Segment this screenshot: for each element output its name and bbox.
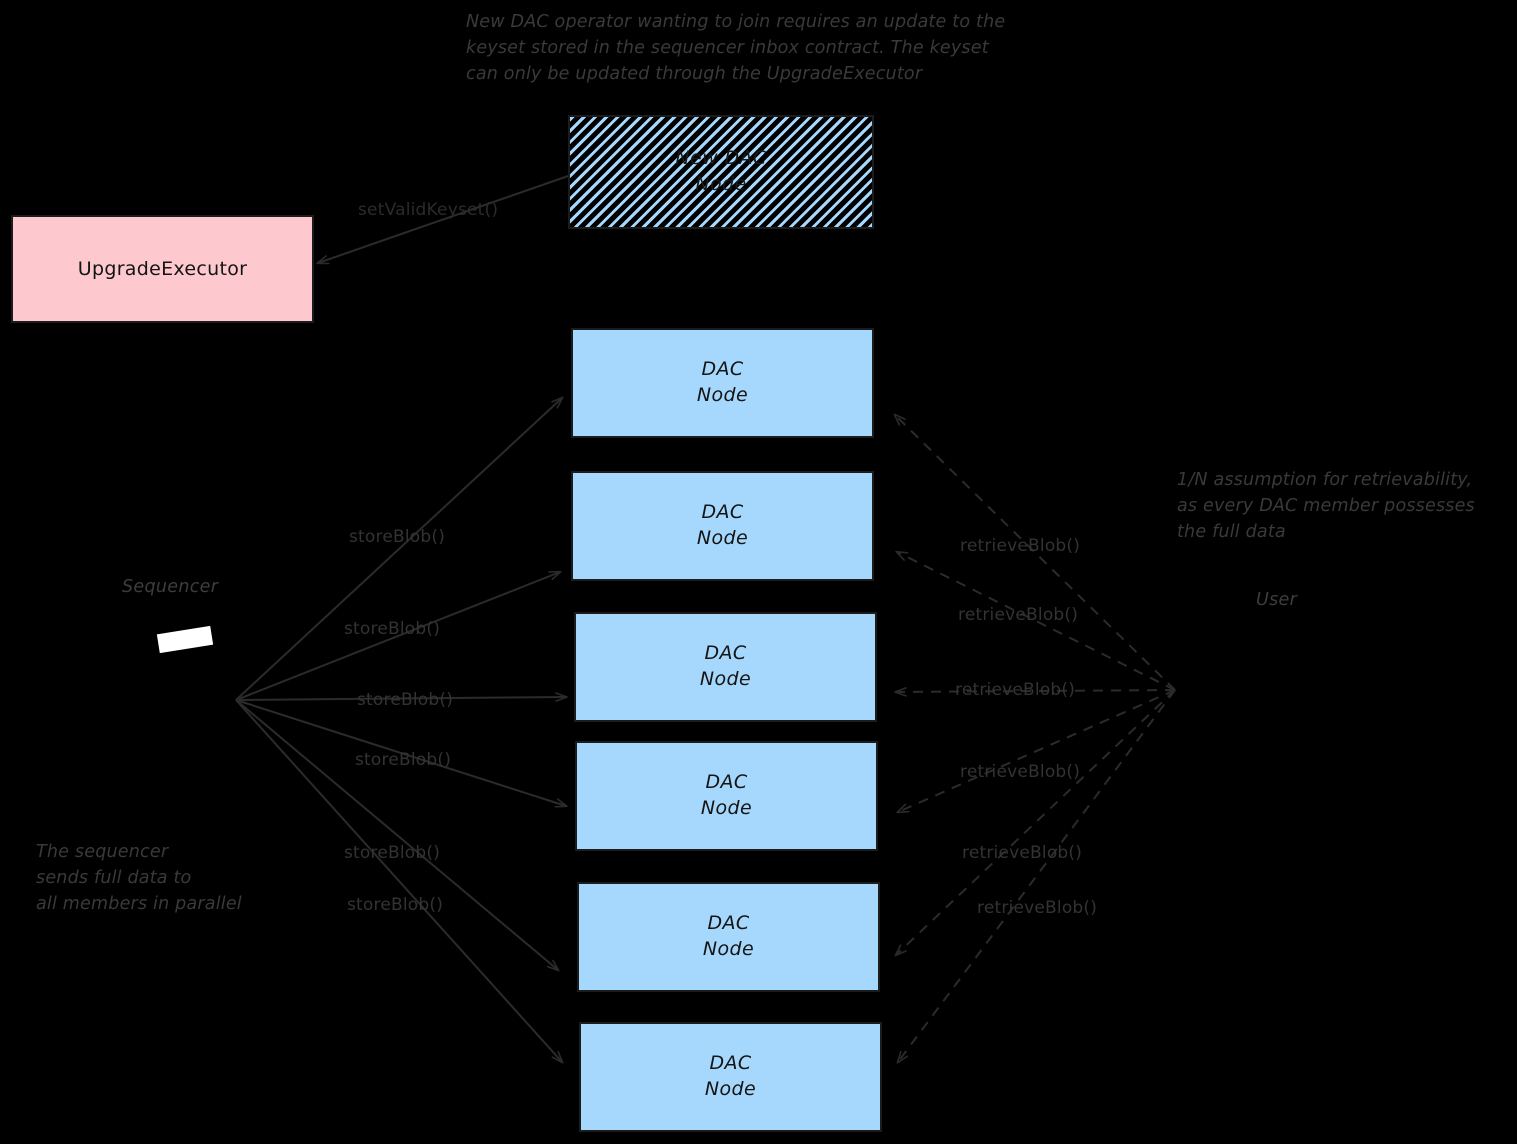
edge-store-blob-group bbox=[235, 396, 568, 1064]
edge-store-blob-5 bbox=[235, 699, 560, 972]
edge-label-store-blob-1: storeBlob() bbox=[349, 527, 446, 547]
dac-node-6-line-2: Node bbox=[704, 1078, 757, 1100]
dac-node-3-line-1: DAC bbox=[704, 642, 747, 665]
sequencer-label: Sequencer bbox=[122, 577, 219, 597]
edge-label-retrieve-blob-2: retrieveBlob() bbox=[958, 605, 1079, 625]
edge-label-retrieve-blob-4: retrieveBlob() bbox=[960, 762, 1081, 782]
note-right-line-3: the full data bbox=[1177, 521, 1286, 542]
edge-retrieve-blob-4 bbox=[896, 689, 1176, 814]
dac-node-1-line-2: Node bbox=[696, 384, 749, 406]
note-bottom-left-line-1: The sequencer bbox=[36, 842, 169, 862]
dac-node-2-line-2: Node bbox=[696, 527, 749, 549]
edge-retrieve-blob-group bbox=[893, 413, 1176, 1064]
dac-node-box-6[interactable]: DAC Node bbox=[579, 1022, 882, 1132]
dac-node-1-line-1: DAC bbox=[701, 358, 744, 381]
edge-label-retrieve-blob-3: retrieveBlob() bbox=[955, 680, 1076, 700]
edge-label-store-blob-6: storeBlob() bbox=[347, 895, 444, 915]
sequencer-icon bbox=[156, 625, 214, 654]
edge-label-retrieve-blob-5: retrieveBlob() bbox=[962, 843, 1083, 863]
dac-node-5-line-2: Node bbox=[702, 938, 755, 960]
dac-node-box-4[interactable]: DAC Node bbox=[575, 741, 878, 851]
note-right: 1/N assumption for retrievability, as ev… bbox=[1177, 468, 1507, 546]
note-bottom-left-line-2: sends full data to bbox=[36, 867, 192, 888]
edge-label-store-blob-5: storeBlob() bbox=[344, 843, 441, 863]
dac-node-5-line-1: DAC bbox=[707, 912, 750, 935]
dac-node-box-5[interactable]: DAC Node bbox=[577, 882, 880, 992]
note-bottom-left-line-3: all members in parallel bbox=[36, 893, 242, 914]
edge-retrieve-blob-6 bbox=[896, 689, 1176, 1064]
edge-label-store-blob-4: storeBlob() bbox=[355, 750, 452, 770]
upgrade-executor-label: UpgradeExecutor bbox=[77, 258, 248, 280]
note-top: New DAC operator wanting to join require… bbox=[466, 10, 1106, 88]
note-right-line-1: 1/N assumption for retrievability, bbox=[1177, 470, 1473, 490]
upgrade-executor-box[interactable]: UpgradeExecutor bbox=[11, 215, 314, 323]
edge-label-store-blob-2: storeBlob() bbox=[344, 619, 441, 639]
note-top-line-1: New DAC operator wanting to join require… bbox=[466, 12, 1006, 32]
dac-node-box-2[interactable]: DAC Node bbox=[571, 471, 874, 581]
note-top-line-3: can only be updated through the UpgradeE… bbox=[466, 63, 923, 84]
dac-node-4-line-1: DAC bbox=[705, 771, 748, 794]
dac-node-3-line-2: Node bbox=[699, 668, 752, 690]
note-bottom-left: The sequencer sends full data to all mem… bbox=[36, 840, 336, 918]
dac-node-box-3[interactable]: DAC Node bbox=[574, 612, 877, 722]
edge-label-set-valid-keyset: setValidKeyset() bbox=[358, 200, 499, 220]
dac-node-2-line-1: DAC bbox=[701, 501, 744, 524]
user-label: User bbox=[1256, 590, 1298, 610]
note-top-line-2: keyset stored in the sequencer inbox con… bbox=[466, 37, 989, 58]
dac-node-box-1[interactable]: DAC Node bbox=[571, 328, 874, 438]
edge-store-blob-1 bbox=[235, 396, 564, 701]
dac-node-6-line-1: DAC bbox=[709, 1052, 752, 1075]
edge-label-retrieve-blob-6: retrieveBlob() bbox=[977, 898, 1098, 918]
new-dac-node-line-1: New DAC bbox=[675, 147, 767, 170]
new-dac-node-line-2: Node bbox=[695, 173, 747, 195]
note-right-line-2: as every DAC member possesses bbox=[1177, 495, 1475, 516]
edge-label-retrieve-blob-1: retrieveBlob() bbox=[960, 536, 1081, 556]
new-dac-node-box[interactable]: New DAC Node bbox=[568, 115, 874, 229]
edge-label-store-blob-3: storeBlob() bbox=[357, 690, 454, 710]
dac-node-4-line-2: Node bbox=[700, 797, 753, 819]
